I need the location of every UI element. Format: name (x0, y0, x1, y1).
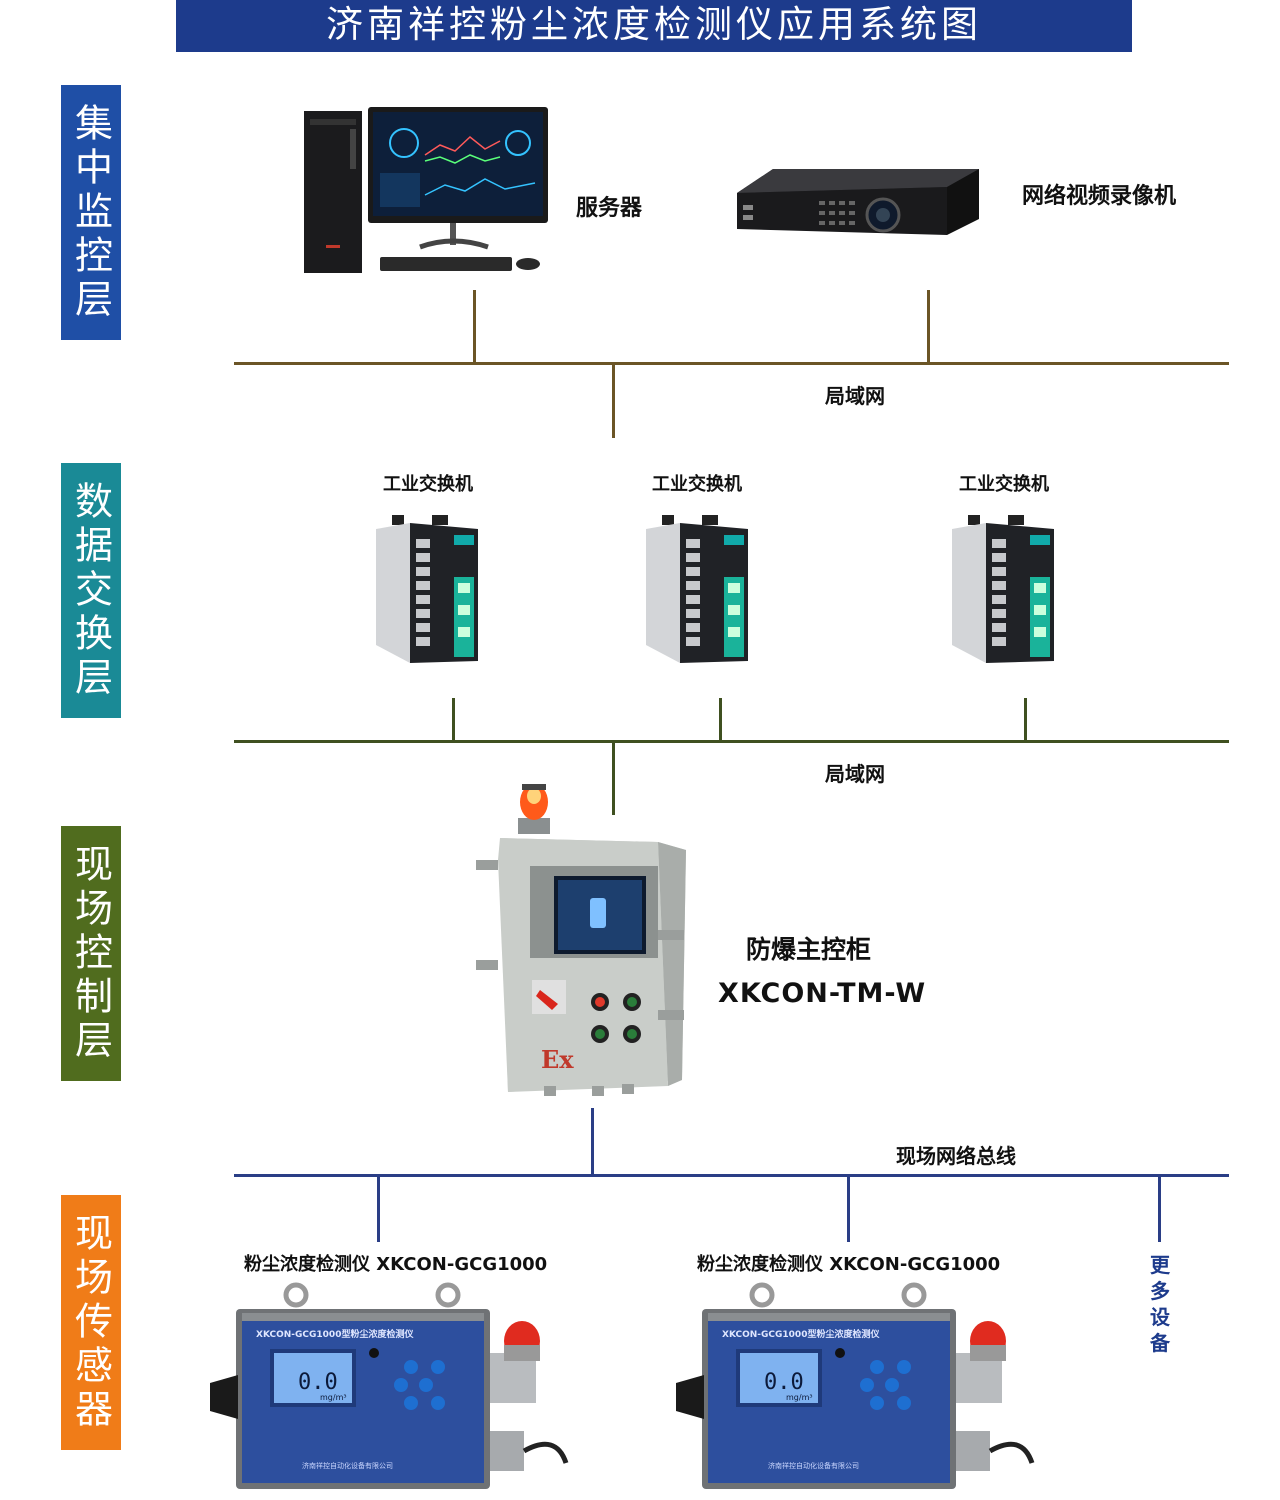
layer-label-sensor: 现场传感器 (61, 1195, 121, 1450)
more-devices-label: 更多设备 (1150, 1253, 1170, 1355)
switch-label-2: 工业交换机 (652, 474, 742, 495)
switch-illustration-2 (646, 515, 748, 663)
lan-downlink-top (612, 365, 615, 438)
nvr-connector (927, 290, 930, 362)
switch-illustration-3 (952, 515, 1054, 663)
sensor-device-2: XKCON-GCG1000型粉尘浓度检测仪 0.0 mg/m³ 济南祥控自动化设… (672, 1282, 1038, 1493)
nvr-illustration (737, 169, 979, 235)
cabinet-model: XKCON-TM-W (718, 978, 927, 1009)
field-bus (234, 1174, 1229, 1177)
cabinet-name: 防爆主控柜 (746, 935, 872, 964)
lan-bus-top (234, 362, 1229, 365)
sensor-reading-1: 0.0 (298, 1370, 338, 1395)
cabinet-connector (591, 1108, 594, 1174)
page-title: 济南祥控粉尘浓度检测仪应用系统图 (176, 0, 1132, 52)
field-bus-label: 现场网络总线 (896, 1144, 1016, 1168)
sensor-panel-title-1: XKCON-GCG1000型粉尘浓度检测仪 (256, 1330, 414, 1340)
switch-illustration-1 (376, 515, 478, 663)
layer-label-monitoring: 集中监控层 (61, 85, 121, 340)
ex-mark: Ex (541, 1045, 574, 1074)
lan-label-middle: 局域网 (825, 762, 885, 786)
cabinet-illustration (476, 784, 686, 1096)
switch-label-3: 工业交换机 (959, 474, 1049, 495)
server-illustration (304, 107, 548, 273)
server-connector (473, 290, 476, 362)
server-label: 服务器 (576, 196, 643, 221)
more-connector (1158, 1177, 1161, 1242)
layer-label-exchange: 数据交换层 (61, 463, 121, 718)
sensor-panel-title-2: XKCON-GCG1000型粉尘浓度检测仪 (722, 1330, 880, 1340)
nvr-label: 网络视频录像机 (1022, 184, 1177, 209)
layer-label-control: 现场控制层 (61, 826, 121, 1081)
sensor-maker-2: 济南祥控自动化设备有限公司 (768, 1462, 859, 1470)
sensor-unit-2: mg/m³ (786, 1393, 813, 1402)
switch-connector-1 (452, 698, 455, 740)
switch-connector-3 (1024, 698, 1027, 740)
sensor-maker-1: 济南祥控自动化设备有限公司 (302, 1462, 393, 1470)
sensor-reading-2: 0.0 (764, 1370, 804, 1395)
lan-bus-middle (234, 740, 1229, 743)
sensor-label-2: 粉尘浓度检测仪 XKCON-GCG1000 (697, 1254, 1001, 1275)
sensor-device-1: XKCON-GCG1000型粉尘浓度检测仪 0.0 mg/m³ 济南祥控自动化设… (206, 1282, 572, 1493)
sensor-connector-1 (377, 1177, 380, 1242)
lan-label-top: 局域网 (825, 384, 885, 408)
switch-label-1: 工业交换机 (383, 474, 473, 495)
sensor-unit-1: mg/m³ (320, 1393, 347, 1402)
sensor-label-1: 粉尘浓度检测仪 XKCON-GCG1000 (244, 1254, 548, 1275)
sensor-connector-2 (847, 1177, 850, 1242)
lan-downlink-middle (612, 743, 615, 815)
switch-connector-2 (719, 698, 722, 740)
